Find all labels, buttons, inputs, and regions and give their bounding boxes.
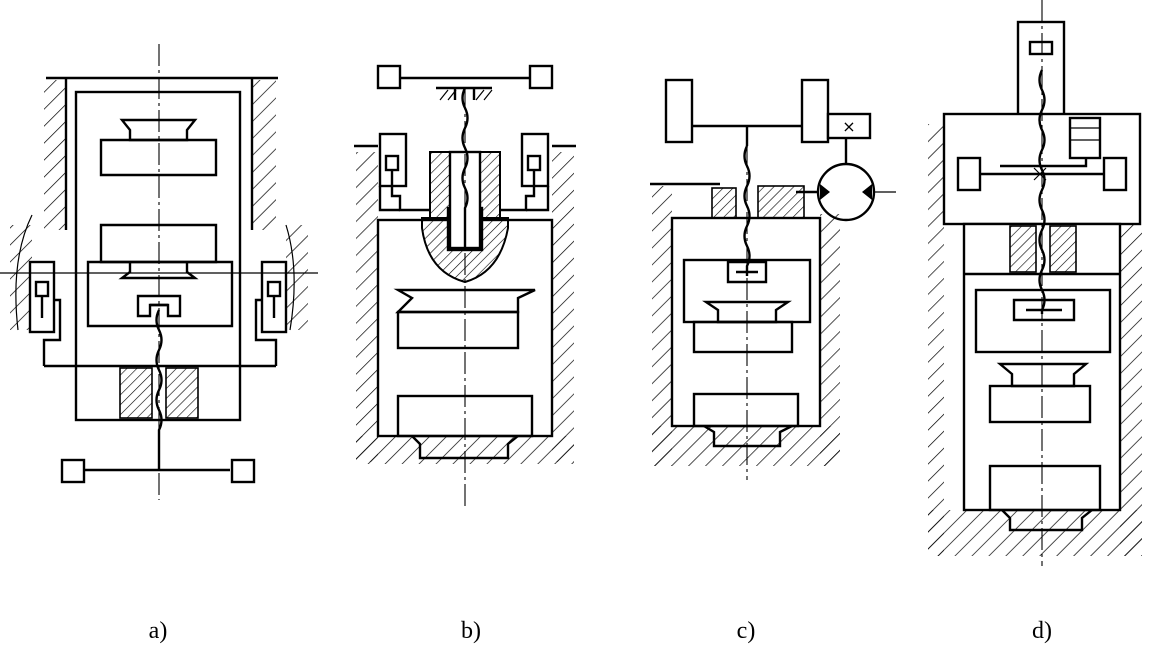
- panel-a: [0, 44, 318, 500]
- wall-hatch-left: [44, 80, 66, 230]
- panel-c: ×: [650, 78, 896, 480]
- wall-hatch-right: [252, 80, 276, 230]
- panel-b: [354, 64, 576, 508]
- caption-c: c): [736, 618, 756, 644]
- cross-icon: ×: [842, 117, 855, 136]
- caption-a: a): [148, 618, 168, 644]
- caption-d: d): [1032, 618, 1052, 644]
- panel-d: [928, 0, 1142, 566]
- caption-b: b): [461, 618, 481, 644]
